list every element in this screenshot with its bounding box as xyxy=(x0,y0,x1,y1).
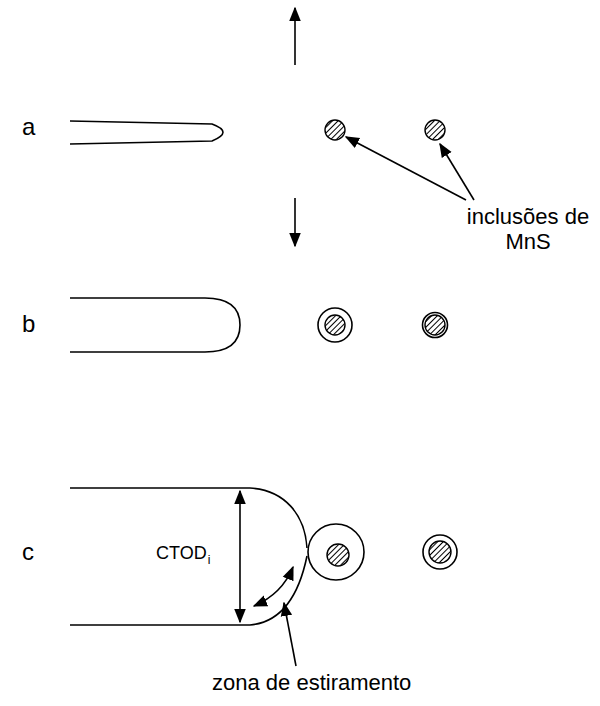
stage-letter: b xyxy=(22,310,35,338)
ctod-dimension xyxy=(239,491,241,622)
callout-label: inclusões de MnS xyxy=(462,204,594,255)
load-arrow xyxy=(294,8,296,65)
stretch-zone-arrow xyxy=(254,567,293,606)
blunted-crack xyxy=(70,298,240,352)
dimension-label: CTOD xyxy=(156,543,207,564)
void-ring xyxy=(423,535,457,569)
mns-inclusion xyxy=(327,544,349,566)
mns-inclusion xyxy=(425,315,445,335)
mns-inclusion xyxy=(425,120,445,140)
void-ring xyxy=(318,308,352,342)
blunted-crack xyxy=(70,556,307,625)
mns-inclusion xyxy=(325,120,345,140)
load-arrow xyxy=(294,198,296,246)
stage-letter: c xyxy=(22,538,34,566)
callout-label: zona de estiramento xyxy=(212,670,411,695)
leader-line xyxy=(284,603,296,666)
leader-line xyxy=(440,144,474,200)
dimension-subscript: i xyxy=(208,554,211,568)
mns-inclusion xyxy=(429,541,451,563)
void-ring xyxy=(308,524,364,580)
sharp-crack xyxy=(70,121,223,144)
blunted-crack xyxy=(70,488,307,548)
leader-line xyxy=(346,137,466,200)
void-ring xyxy=(423,313,448,338)
stage-letter: a xyxy=(22,113,35,141)
mns-inclusion xyxy=(325,315,345,335)
